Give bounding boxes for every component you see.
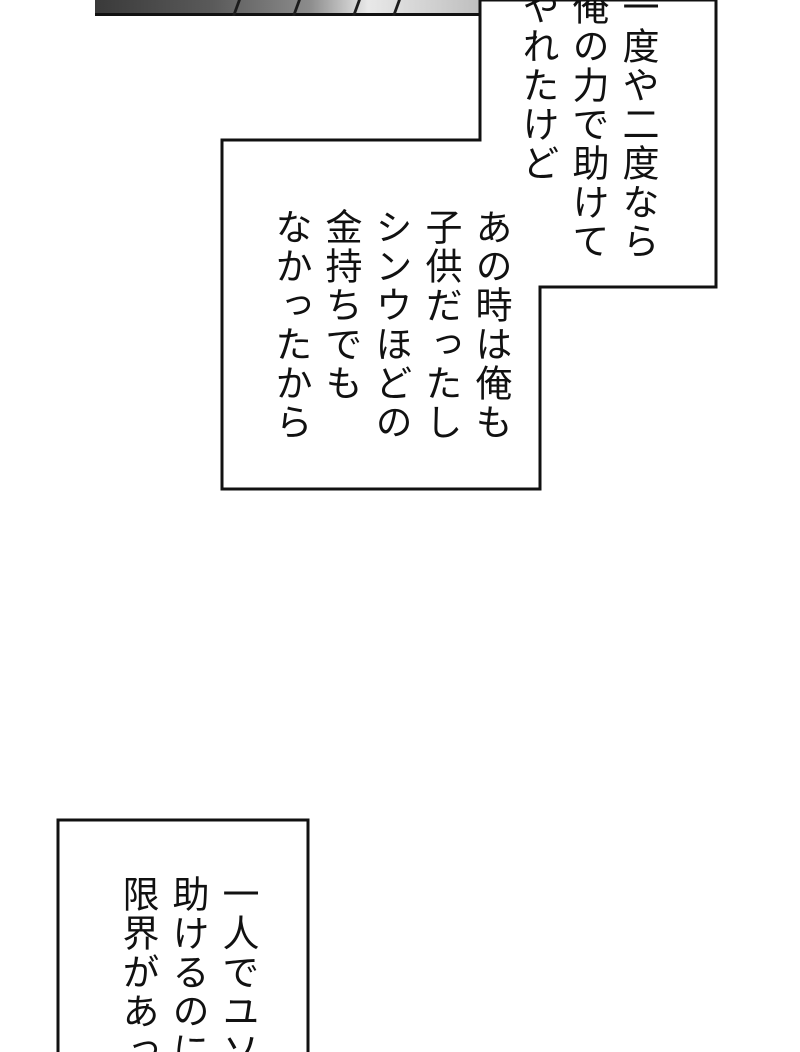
caption-line: シンウほどの <box>369 208 412 442</box>
caption-line: 金持ちでも <box>319 208 362 403</box>
artwork-panel-edge <box>95 0 485 16</box>
caption-line: あの時は俺も <box>469 208 512 442</box>
caption-line: 子供だったし <box>419 208 462 442</box>
caption-line: 俺の力で助けて <box>566 0 609 261</box>
caption-box-top-middle-outline <box>220 0 718 491</box>
caption-line: 助けるのには <box>166 875 209 1052</box>
caption-box-bottom-outline <box>56 818 310 1052</box>
caption-line: 一度や二度なら <box>616 0 659 261</box>
caption-line: 限界があった <box>116 875 159 1052</box>
caption-line: 一人でユソン <box>216 875 259 1052</box>
caption-bottom-text: 一人でユソン 助けるのには 限界があった <box>112 875 262 1052</box>
caption-top-text: 一度や二度なら 俺の力で助けて やれたけど <box>512 0 662 261</box>
caption-middle-text: あの時は俺も 子供だったし シンウほどの 金持ちでも なかったから <box>265 208 515 442</box>
caption-line: やれたけど <box>516 0 559 183</box>
caption-line: なかったから <box>269 208 312 442</box>
